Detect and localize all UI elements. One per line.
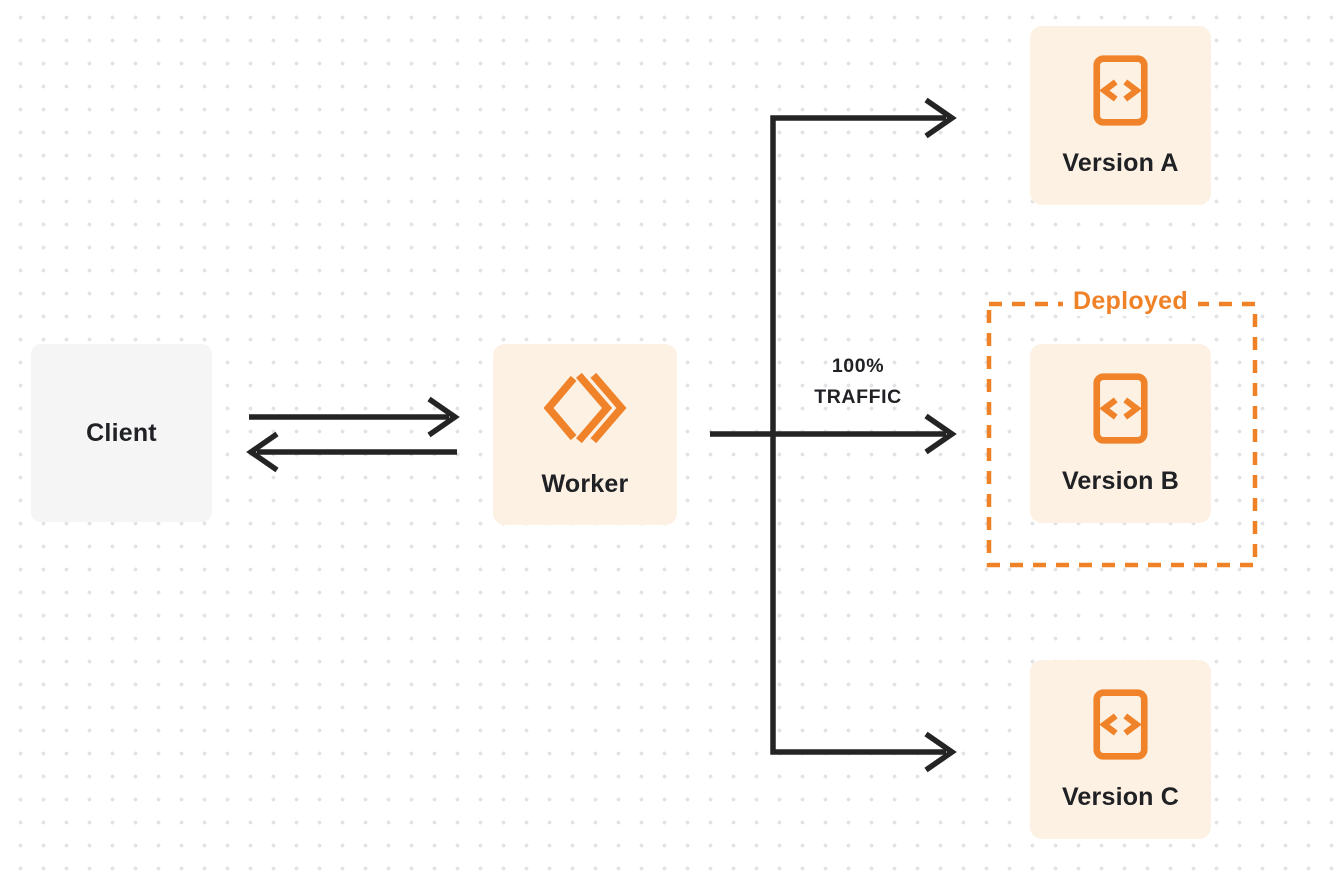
- deployed-badge: Deployed: [1063, 286, 1198, 316]
- arrowhead-version-c: [924, 731, 957, 773]
- worker-icon: [543, 372, 627, 444]
- node-client[interactable]: Client: [31, 344, 212, 522]
- arrow-worker-to-version-b: [710, 413, 957, 455]
- code-document-icon: [1093, 373, 1148, 444]
- node-version-a[interactable]: Version A: [1030, 26, 1211, 205]
- version-a-label: Version A: [1062, 149, 1179, 177]
- arrow-worker-to-client: [246, 431, 457, 473]
- arrowhead-version-a: [924, 97, 957, 139]
- worker-label: Worker: [541, 470, 629, 498]
- node-version-c[interactable]: Version C: [1030, 660, 1211, 839]
- traffic-percent: 100%: [831, 355, 885, 377]
- arrow-client-to-worker: [249, 396, 460, 438]
- version-c-label: Version C: [1061, 783, 1180, 811]
- node-worker[interactable]: Worker: [493, 344, 677, 525]
- traffic-word: TRAFFIC: [814, 386, 902, 408]
- branch-connector: [770, 97, 957, 773]
- version-b-label: Version B: [1061, 467, 1180, 495]
- client-label: Client: [86, 418, 157, 447]
- node-version-b[interactable]: Version B: [1030, 344, 1211, 523]
- traffic-annotation: 100% TRAFFIC: [776, 351, 940, 413]
- code-document-icon: [1093, 55, 1148, 126]
- code-document-icon: [1093, 689, 1148, 760]
